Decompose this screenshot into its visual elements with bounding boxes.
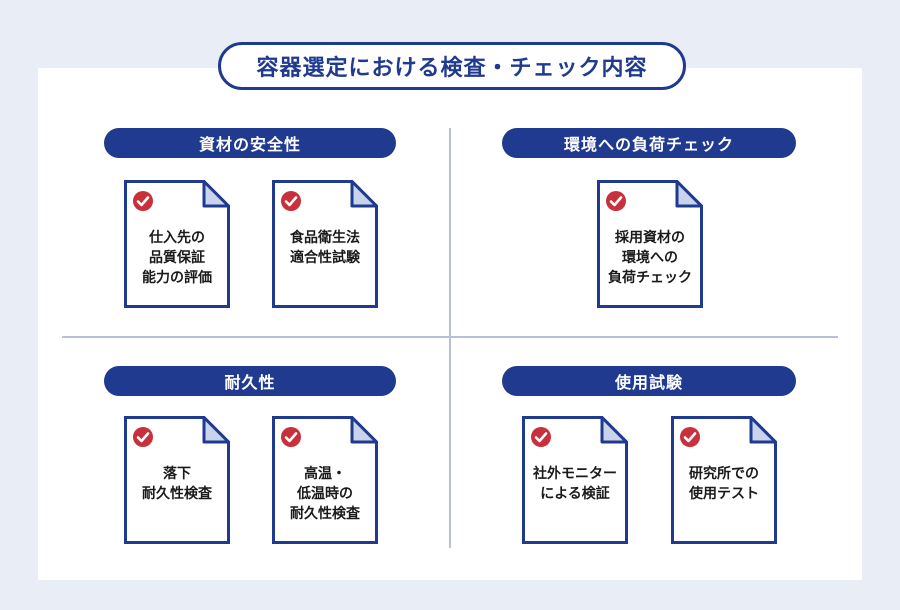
document-card: 仕入先の 品質保証 能力の評価 <box>124 180 230 308</box>
check-icon <box>133 427 153 447</box>
document-icon <box>522 416 628 544</box>
diagram-title: 容器選定における検査・チェック内容 <box>218 42 686 90</box>
document-card: 採用資材の 環境への 負荷チェック <box>597 180 703 308</box>
document-card: 社外モニター による検証 <box>522 416 628 544</box>
section-label-material-safety: 資材の安全性 <box>104 128 396 158</box>
document-text: 研究所での 使用テスト <box>689 466 759 502</box>
document-text: 高温・ 低温時の 耐久性検査 <box>290 466 360 522</box>
check-icon <box>606 191 626 211</box>
section-label-usage-test: 使用試験 <box>502 366 796 396</box>
document-icon <box>671 416 777 544</box>
document-card: 落下 耐久性検査 <box>124 416 230 544</box>
check-icon <box>133 191 153 211</box>
document-text: 落下 耐久性検査 <box>142 466 212 502</box>
section-label-durability: 耐久性 <box>104 366 396 396</box>
document-card: 食品衛生法 適合性試験 <box>272 180 378 308</box>
document-icon <box>124 416 230 544</box>
document-icon <box>124 180 230 308</box>
document-text: 社外モニター による検証 <box>533 466 617 502</box>
document-card: 高温・ 低温時の 耐久性検査 <box>272 416 378 544</box>
document-icon <box>272 180 378 308</box>
check-icon <box>680 427 700 447</box>
document-text: 仕入先の 品質保証 能力の評価 <box>142 230 212 286</box>
document-icon <box>597 180 703 308</box>
document-text: 採用資材の 環境への 負荷チェック <box>608 230 692 286</box>
document-card: 研究所での 使用テスト <box>671 416 777 544</box>
document-icon <box>272 416 378 544</box>
vertical-divider <box>449 128 451 548</box>
check-icon <box>281 427 301 447</box>
horizontal-divider <box>62 336 838 338</box>
check-icon <box>281 191 301 211</box>
check-icon <box>531 427 551 447</box>
document-text: 食品衛生法 適合性試験 <box>290 230 360 266</box>
section-label-environmental-load: 環境への負荷チェック <box>502 128 796 158</box>
